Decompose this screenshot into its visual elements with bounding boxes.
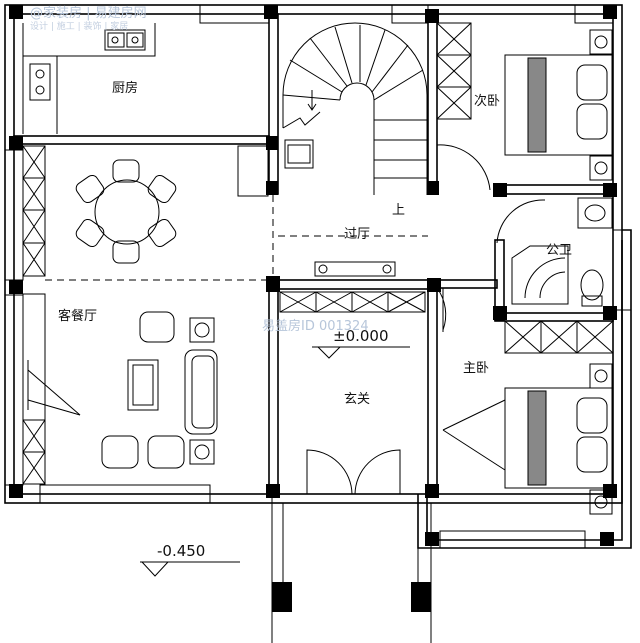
dining-table	[75, 159, 177, 264]
structural-columns	[9, 5, 617, 612]
bedroom-doors	[436, 144, 546, 332]
watermark-top: @家装房 | 易建房网	[30, 5, 147, 21]
watermark-top-sub: 设计 | 施工 | 装饰 | 家居	[30, 20, 128, 32]
label-master-bedroom: 主卧	[463, 361, 489, 376]
interior-walls	[13, 13, 614, 495]
zone-lines	[45, 195, 428, 281]
label-entrance: 玄关	[344, 392, 370, 407]
label-living-dining: 客餐厅	[58, 308, 97, 324]
cabinets	[237, 139, 314, 197]
living-furniture	[27, 311, 218, 469]
spiral-staircase	[282, 22, 428, 195]
label-stairs-up: 上	[392, 203, 405, 218]
hall-cabinet	[279, 261, 426, 313]
kitchen-counter: @家装房 | 易建房网 设计 | 施工 | 装饰 | 家居	[22, 5, 156, 134]
label-kitchen: 厨房	[112, 80, 138, 96]
label-hall: 过厅	[344, 227, 370, 242]
watermark-center: 易盖房ID 001324	[262, 318, 369, 334]
elevation-interior: ±0.000	[333, 327, 389, 345]
second-bedroom-furniture	[436, 22, 613, 181]
left-wall-cabinets	[22, 145, 46, 485]
elevation-markers: 易盖房ID 001324 ±0.000 -0.450	[140, 318, 410, 577]
label-public-bathroom: 公卫	[546, 243, 572, 258]
bathroom-fixtures	[504, 197, 614, 354]
label-second-bedroom: 次卧	[474, 93, 500, 109]
master-bedroom-furniture	[442, 363, 613, 515]
room-labels: 厨房 客餐厅 过厅 上 次卧 公卫 主卧 玄关	[58, 80, 572, 407]
elevation-exterior: -0.450	[157, 542, 205, 560]
entrance-doors	[271, 449, 432, 643]
